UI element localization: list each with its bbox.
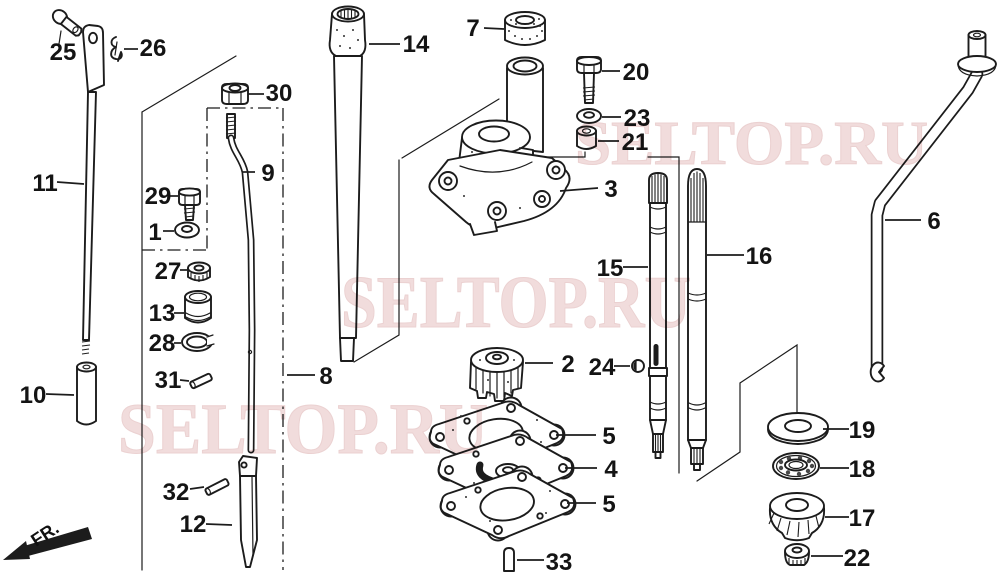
part-25-clevis-pin	[51, 9, 83, 45]
part-24-woodruff-key	[631, 359, 645, 373]
callout-16: 16	[746, 243, 773, 270]
part-17-pinion-gear	[768, 492, 826, 542]
callout-15: 15	[597, 255, 624, 282]
callout-30: 30	[266, 80, 293, 107]
part-30-nut	[221, 82, 249, 105]
part-28-snap-ring	[181, 332, 215, 352]
callout-13: 13	[149, 300, 176, 327]
callout-12: 12	[180, 511, 207, 538]
part-14-driveshaft-tube	[328, 5, 367, 362]
part-6-vertical-shift-rod	[869, 30, 997, 383]
watermark-bottom-left: SELTOP.RU	[118, 389, 488, 469]
part-2-impeller	[469, 347, 524, 402]
watermark-top-right: SELTOP.RU	[575, 110, 928, 178]
callout-10: 10	[20, 382, 47, 409]
part-13-bushing	[184, 290, 212, 324]
part-7-knurled-bushing	[504, 11, 546, 46]
callout-7: 7	[466, 15, 479, 42]
part-18-bearing	[772, 452, 820, 480]
assembly-frame-lines	[141, 55, 798, 571]
callout-2: 2	[561, 351, 574, 378]
part-19-thrust-washer	[767, 412, 829, 445]
callout-24: 24	[589, 354, 616, 381]
part-21-collar	[576, 125, 597, 150]
callout-9: 9	[261, 160, 274, 187]
watermark-center: SELTOP.RU	[341, 262, 691, 344]
part-31-dowel-pin	[189, 372, 213, 390]
part-11-connecting-rod	[81, 24, 105, 355]
part-22-splined-washer	[784, 543, 810, 566]
callout-28: 28	[149, 330, 176, 357]
callout-18: 18	[849, 456, 876, 483]
part-27-knurled-bushing	[187, 261, 211, 282]
part-15-vertical-shaft	[648, 172, 668, 459]
callout-29: 29	[145, 183, 172, 210]
callout-3: 3	[604, 176, 617, 203]
callout-5-lower: 5	[602, 491, 615, 518]
part-20-bolt	[576, 56, 602, 104]
callout-20: 20	[623, 59, 650, 86]
part-23-washer	[576, 108, 602, 124]
callout-25: 25	[50, 39, 77, 66]
callout-leader-lines	[45, 27, 921, 561]
part-32-dowel-pin	[204, 478, 230, 496]
part-9-shift-rod	[225, 113, 256, 454]
part-26-lock-pin-clip	[110, 36, 123, 62]
callout-22: 22	[844, 545, 871, 572]
part-3-pump-housing	[428, 56, 571, 236]
callout-1: 1	[148, 219, 161, 246]
callout-21: 21	[622, 129, 649, 156]
fr-direction-arrow: FR.	[3, 518, 92, 560]
callout-14: 14	[403, 31, 430, 58]
part-29-bolt	[178, 187, 201, 221]
callout-26: 26	[140, 35, 167, 62]
callout-19: 19	[849, 417, 876, 444]
callout-8: 8	[319, 363, 332, 390]
part-1-washer	[174, 221, 200, 239]
callout-23: 23	[624, 105, 651, 132]
watermarks: SELTOP.RU SELTOP.RU SELTOP.RU	[118, 110, 929, 470]
part-16-vertical-shaft	[687, 168, 707, 471]
part-33-dowel-pin	[503, 547, 515, 572]
callout-labels: 25 26 30 11 9 29 1 27 13 28 31 8 10 32 1…	[20, 15, 941, 576]
callout-32: 32	[163, 479, 190, 506]
part-5-gasket-lower	[439, 465, 577, 542]
callout-31: 31	[155, 367, 182, 394]
callout-27: 27	[155, 258, 182, 285]
callout-33: 33	[546, 549, 573, 576]
callout-17: 17	[849, 505, 876, 532]
callout-6: 6	[927, 208, 940, 235]
part-12-lever-blade	[238, 455, 258, 568]
callout-4: 4	[604, 456, 618, 483]
callout-5-upper: 5	[602, 423, 615, 450]
callout-11: 11	[32, 170, 57, 197]
part-10-spacer-tube	[76, 361, 97, 426]
